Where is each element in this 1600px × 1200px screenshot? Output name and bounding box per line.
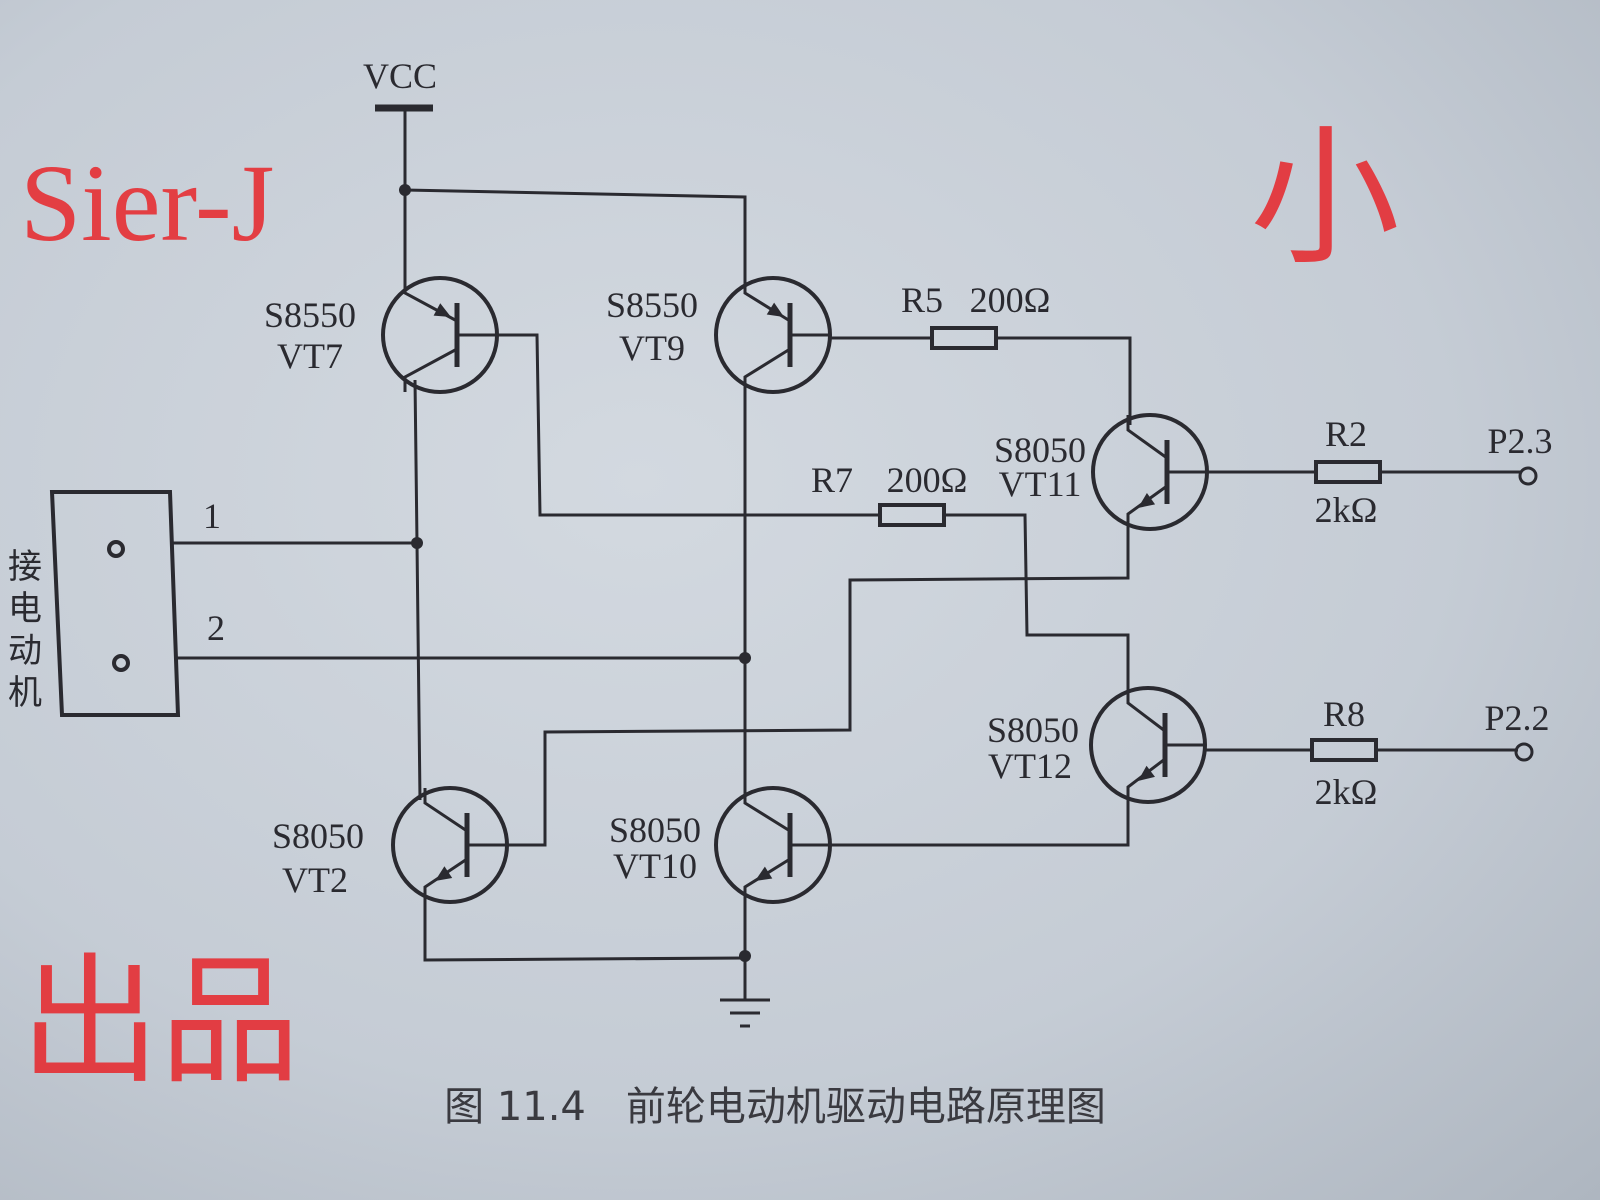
port-p2-3: P2.3: [1487, 421, 1552, 461]
upper-lead: [1126, 688, 1166, 733]
svg-text:Sier-J: Sier-J: [20, 142, 274, 264]
svg-text:电: 电: [8, 589, 42, 629]
r7-value: 200Ω: [887, 460, 968, 500]
vt7-id: VT7: [277, 336, 343, 376]
port-terminal: [1514, 742, 1534, 762]
pin2-label: 2: [207, 608, 225, 648]
vt9-id: VT9: [619, 328, 685, 368]
upper-lead: [743, 788, 791, 833]
wire: [500, 333, 880, 517]
vt2-transistor: [391, 786, 510, 904]
port-p2-2: P2.2: [1484, 698, 1549, 738]
lower-lead: [1126, 484, 1168, 529]
wire: [830, 792, 1130, 847]
ground-wire: [423, 890, 746, 962]
motor-connector: [49, 490, 181, 717]
vt10-model: S8050: [609, 810, 701, 850]
connector-pin-2: [112, 654, 130, 672]
vt9-model: S8550: [606, 285, 698, 325]
upper-lead: [1126, 415, 1168, 460]
vt12-id: VT12: [988, 746, 1072, 786]
svg-text:小: 小: [1250, 117, 1400, 283]
emitter-arrow-icon: [435, 866, 453, 881]
r8-id: R8: [1323, 694, 1365, 734]
vcc-rail: [404, 188, 747, 290]
port-terminal: [1518, 466, 1538, 486]
r5-id: R5: [901, 280, 943, 320]
vt9-transistor: [714, 276, 832, 394]
emitter-arrow-icon: [755, 866, 773, 881]
r2-id: R2: [1325, 414, 1367, 454]
vt11-id: VT11: [999, 464, 1082, 504]
emitter-arrow-icon: [1138, 765, 1155, 781]
upper-lead: [423, 788, 468, 833]
lower-lead: [743, 347, 791, 392]
wire: [943, 513, 1130, 700]
junction-dot: [739, 950, 751, 962]
r8-resistor: [1310, 738, 1378, 762]
lower-lead: [403, 347, 458, 392]
svg-text:接: 接: [8, 547, 42, 587]
vt11-transistor: [1091, 413, 1209, 531]
lower-lead: [423, 857, 468, 902]
r5-value: 200Ω: [970, 280, 1051, 320]
vt2-id: VT2: [282, 860, 348, 900]
watermark: 小 Sier-J 出品: [20, 117, 1400, 1101]
emitter-arrow-icon: [766, 302, 784, 317]
vt12-transistor: [1089, 686, 1207, 804]
components: [49, 104, 1538, 1028]
wire: [510, 520, 1130, 847]
r7-id: R7: [811, 460, 853, 500]
r2-resistor: [1314, 460, 1382, 484]
svg-text:动: 动: [8, 631, 42, 671]
wires: [172, 108, 1522, 1000]
vt2-model: S8050: [272, 816, 364, 856]
vt11-model: S8050: [994, 430, 1086, 470]
emitter-arrow-icon: [433, 303, 451, 317]
junction-dot: [739, 652, 751, 664]
r7-resistor: [878, 503, 946, 527]
vt10-transistor: [714, 786, 832, 904]
vt7-transistor: [381, 276, 500, 394]
pin1-label: 1: [203, 496, 221, 536]
connector-pin-1: [107, 540, 125, 558]
vt12-model: S8050: [987, 710, 1079, 750]
vt10-id: VT10: [613, 846, 697, 886]
junction-dot: [411, 537, 423, 549]
wire: [995, 336, 1132, 425]
left-leg: [413, 379, 422, 801]
vt7-model: S8550: [264, 295, 356, 335]
lower-lead: [1126, 757, 1166, 802]
r8-value: 2kΩ: [1315, 772, 1378, 812]
lower-lead: [743, 857, 791, 902]
emitter-arrow-icon: [1138, 492, 1156, 508]
vcc-label: VCC: [363, 56, 437, 96]
motor-side-label: 接 电 动 机: [8, 547, 42, 713]
r5-resistor: [930, 326, 998, 350]
r2-value: 2kΩ: [1315, 490, 1378, 530]
svg-text:机: 机: [8, 673, 42, 713]
svg-text:出品: 出品: [20, 946, 300, 1101]
junction-dot: [399, 184, 411, 196]
figure-caption: 图 11.4 前轮电动机驱动电路原理图: [444, 1084, 1106, 1130]
